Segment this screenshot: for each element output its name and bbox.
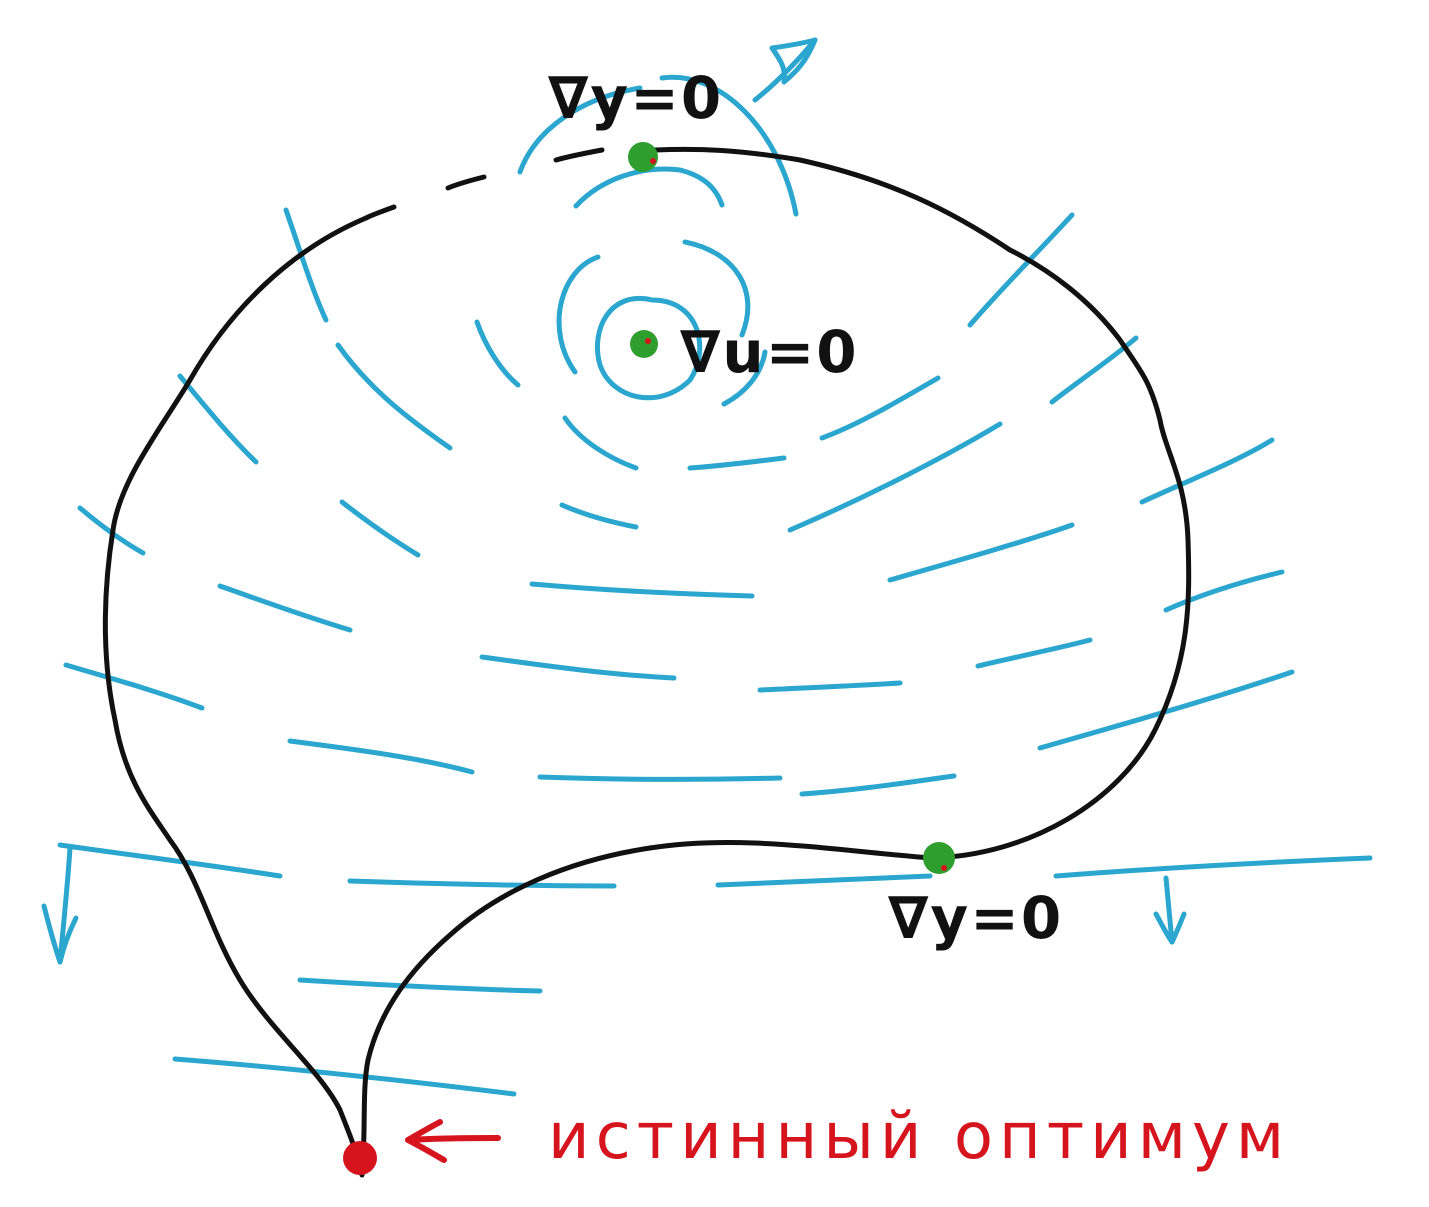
contour-ring-3b [562,415,639,471]
stationary-point-top-red-fleck [650,158,656,164]
contour-top-3 [659,74,799,217]
feasible-boundary [102,146,1192,1178]
optimum-arrowhead [405,1119,447,1163]
contour-left-down-arrowhead [41,903,79,965]
contour-low-4 [1053,855,1373,879]
label-gradient-bottom: ∇y=0 [888,884,1063,952]
contour-left-6 [217,583,353,633]
contour-left-4 [339,499,421,558]
contour-mid-4 [287,738,475,775]
optimum-arrow-shaft [407,1135,501,1143]
stationary-point-center-red-fleck [645,338,651,344]
contour-right-2 [1049,335,1139,405]
contour-top-2 [517,85,643,175]
boundary-dash-2 [445,174,487,191]
contour-mid-2 [529,581,755,599]
contour-low-1 [57,842,283,879]
contour-ring-1 [594,296,703,401]
contour-ring-3a [474,319,521,388]
contour-left-2 [335,342,453,451]
contour-mid-7 [799,773,957,797]
contour-right-down-arrow-shaft [1163,875,1175,945]
contour-right-down-arrowhead [1153,911,1187,945]
contour-ring-2 [556,254,601,375]
contour-top-1 [573,166,725,209]
true-optimum [343,1119,501,1175]
contour-low-2 [347,878,617,889]
contour-right-6 [1163,569,1285,613]
contour-right-5 [887,522,1075,583]
contour-left-1 [283,207,329,323]
contour-ring-3d [819,375,941,441]
contour-right-4 [1139,437,1275,505]
boundary-dash-1 [553,147,605,163]
contour-low-5 [297,977,543,994]
contour-mid-1 [559,502,639,530]
stationary-points [628,142,955,874]
contour-right-1 [967,212,1075,328]
contour-ring-2b [682,239,751,338]
stationary-point-bottom-red-fleck [941,865,947,871]
contour-mid-3 [479,654,677,681]
optimum-point [343,1141,377,1175]
boundary-outline [102,146,1192,1178]
contour-right-3 [787,421,1003,533]
contour-right-7 [975,637,1093,669]
contour-lines [41,37,1373,1097]
contour-left-7 [63,662,205,711]
contour-low-3 [715,873,933,888]
stationary-point-bottom [923,842,955,874]
contour-mid-5 [537,774,783,782]
contour-top-arrowhead [769,37,818,85]
contour-ring-2c [721,349,768,407]
label-gradient-top: ∇y=0 [548,64,723,132]
label-gradient-center: ∇u=0 [680,318,859,386]
contour-ring-3c [687,455,787,471]
contour-mid-6 [757,680,903,693]
label-true-optimum: истинный оптимум [548,1100,1290,1174]
stationary-point-center [630,330,658,358]
stationary-point-top [628,142,658,172]
contour-low-6 [172,1056,517,1097]
